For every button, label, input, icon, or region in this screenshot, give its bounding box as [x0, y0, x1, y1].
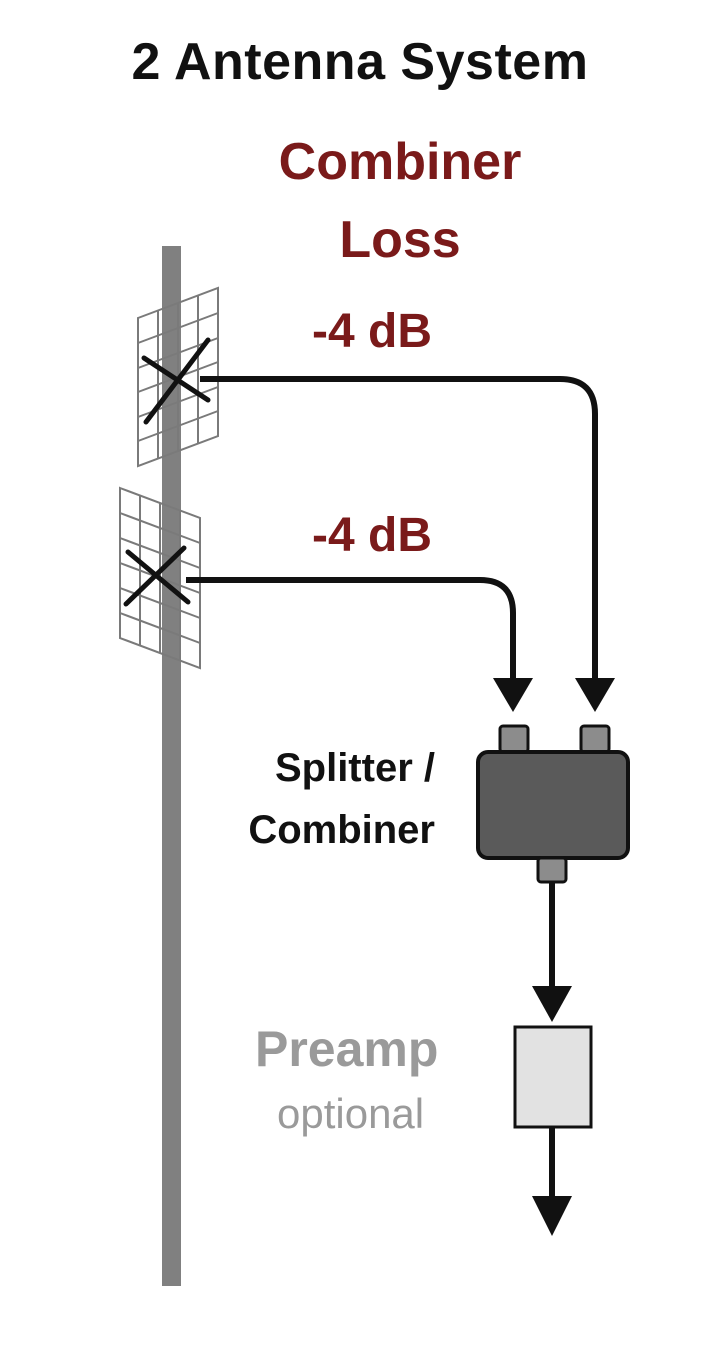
upper-antenna-cable [200, 376, 598, 678]
preamp-optional-note: optional [277, 1090, 425, 1137]
diagram-title: 2 Antenna System [131, 33, 589, 91]
combiner-loss-heading-line1: Combiner [278, 133, 522, 191]
splitter-combiner-box [476, 750, 630, 860]
output-arrow [532, 1196, 572, 1236]
splitter-combiner-label-line2: Combiner [248, 808, 435, 852]
lower-antenna-panel [119, 486, 201, 670]
lower-antenna-dipole [123, 545, 191, 607]
splitter-input-arrow-right [575, 678, 615, 712]
preamp-label: Preamp [255, 1021, 439, 1077]
lower-antenna [119, 486, 201, 670]
splitter-input-connector-right [579, 724, 611, 754]
lower-antenna-cable [186, 577, 516, 678]
upper-antenna-panel [137, 286, 219, 468]
splitter-input-connectors [498, 724, 611, 754]
preamp-input-arrow [532, 986, 572, 1022]
splitter-input-arrow-left [493, 678, 533, 712]
upper-antenna [137, 286, 219, 468]
upper-antenna-loss-label: -4 dB [312, 305, 432, 358]
combiner-loss-heading-line2: Loss [339, 211, 461, 269]
splitter-output-connector [536, 856, 568, 884]
preamp-box [513, 1025, 593, 1129]
lower-antenna-loss-label: -4 dB [312, 509, 432, 562]
splitter-input-connector-left [498, 724, 530, 754]
splitter-combiner-label-line1: Splitter / [274, 746, 435, 790]
upper-antenna-dipole [141, 337, 211, 425]
